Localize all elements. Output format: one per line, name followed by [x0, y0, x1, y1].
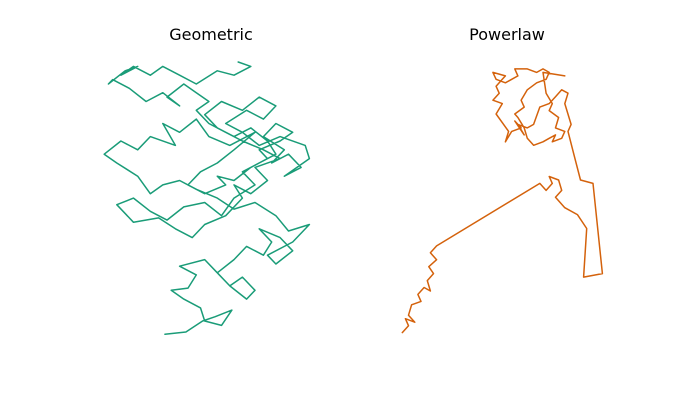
geometric-title: Geometric	[169, 25, 253, 44]
powerlaw-panel: Powerlaw	[401, 25, 604, 334]
powerlaw-title: Powerlaw	[469, 25, 545, 44]
powerlaw-walk-line	[401, 68, 604, 334]
geometric-panel: Geometric	[103, 25, 311, 335]
geometric-walk-line	[103, 61, 311, 335]
